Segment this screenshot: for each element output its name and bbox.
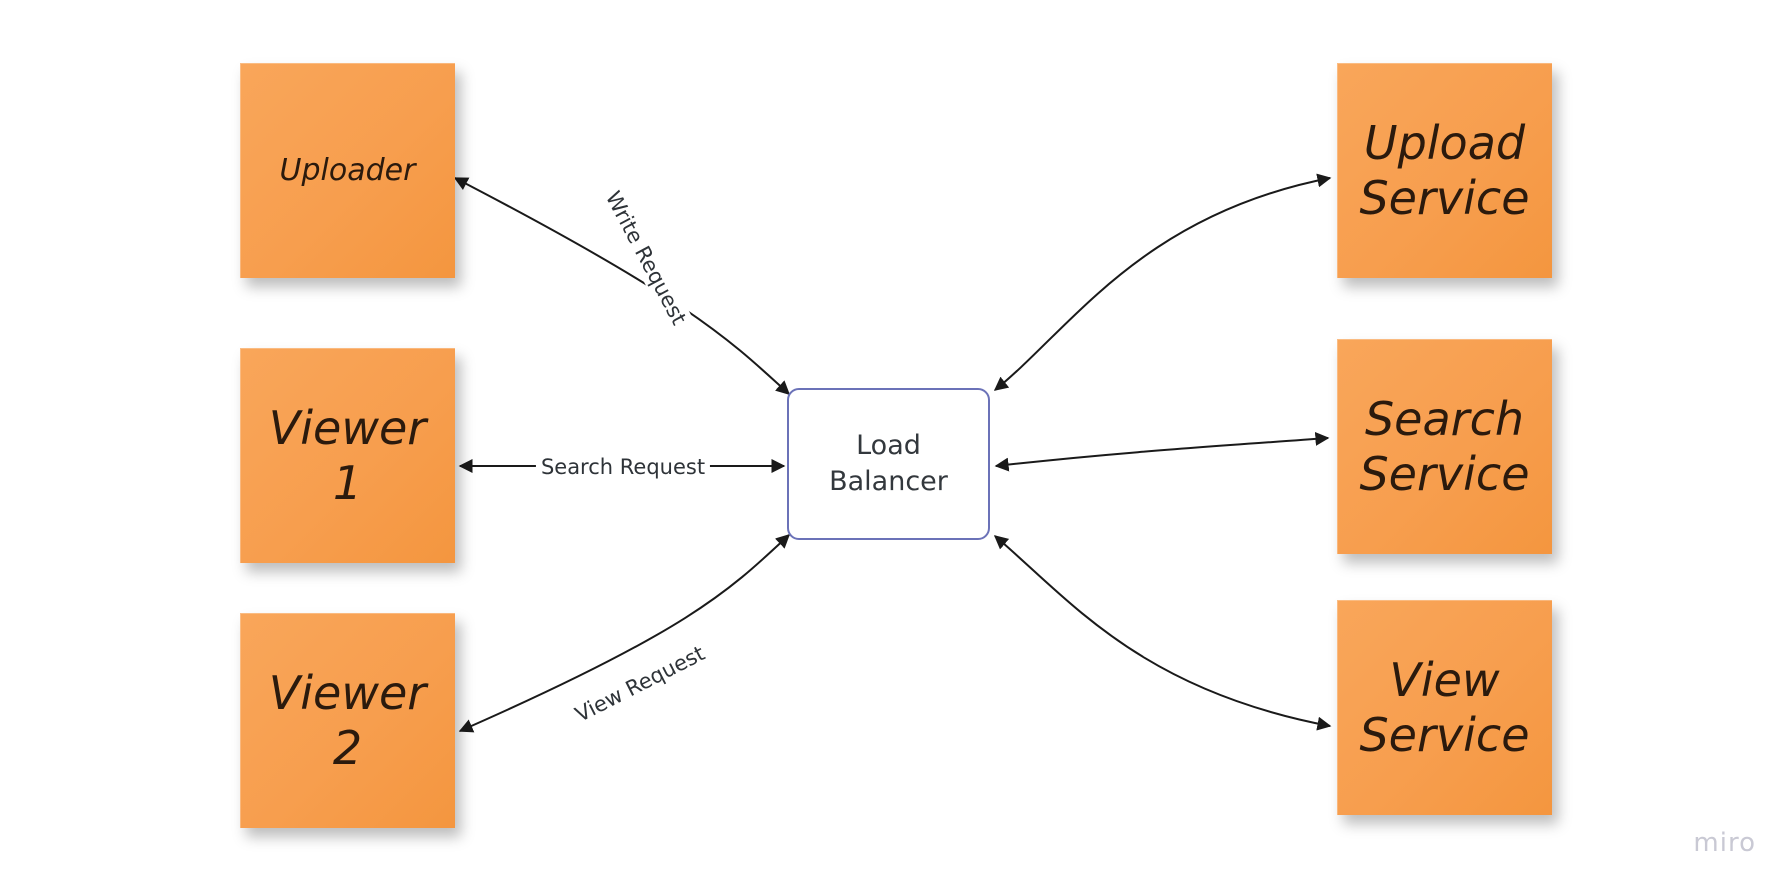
miro-watermark: miro (1693, 828, 1756, 858)
sticky-note-search-service-line-1: Search (1364, 392, 1525, 447)
sticky-note-view-service-line-2: Service (1359, 707, 1530, 762)
edge-view-request (458, 534, 791, 733)
sticky-note-view-service-line-1: View (1389, 653, 1500, 708)
sticky-note-search-service-line-2: Service (1359, 446, 1530, 501)
load-balancer-label-line-1: Load (856, 430, 921, 462)
sticky-note-viewer-2[interactable]: Viewer 2 (240, 613, 455, 828)
sticky-note-viewer-1[interactable]: Viewer 1 (240, 348, 455, 563)
sticky-note-viewer-1-line-2: 1 (332, 455, 363, 510)
sticky-note-viewer-2-line-2: 2 (332, 720, 363, 775)
load-balancer-label-line-2: Balancer (829, 466, 948, 497)
sticky-note-upload-service-line-2: Service (1359, 170, 1530, 225)
edge-lb-to-view-service (993, 535, 1332, 731)
sticky-note-upload-service-line-1: Upload (1363, 116, 1526, 171)
sticky-note-upload-service[interactable]: Upload Service (1337, 63, 1552, 278)
sticky-note-search-service[interactable]: Search Service (1337, 339, 1552, 554)
edge-lb-to-search-service (994, 431, 1330, 472)
load-balancer-node[interactable]: Load Balancer (787, 388, 990, 540)
sticky-note-viewer-2-line-1: Viewer (268, 666, 427, 721)
edge-label-search-request: Search Request (535, 454, 711, 480)
sticky-note-uploader-line-1: Uploader (279, 152, 416, 188)
sticky-note-viewer-1-line-1: Viewer (268, 401, 427, 456)
sticky-note-view-service[interactable]: View Service (1337, 600, 1552, 815)
sticky-note-uploader[interactable]: Uploader (240, 63, 455, 278)
edge-lb-to-upload-service (993, 173, 1332, 391)
